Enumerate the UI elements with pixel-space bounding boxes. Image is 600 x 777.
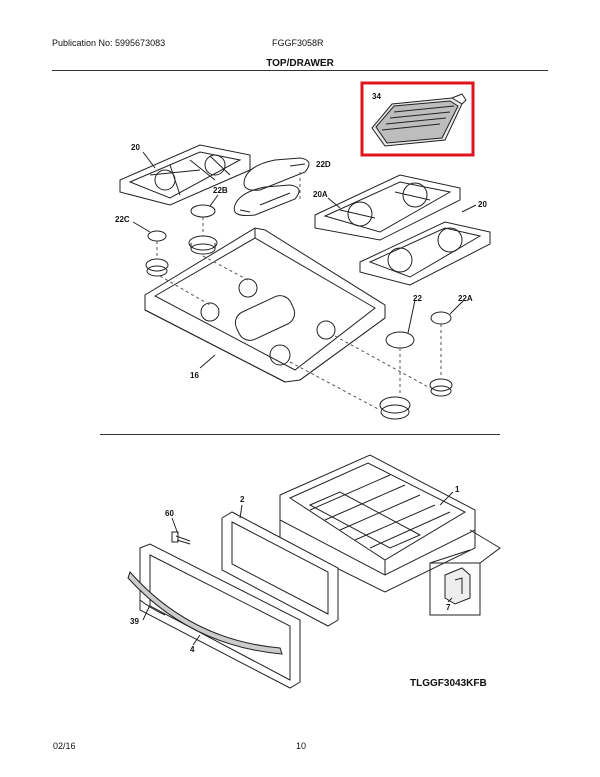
footer-date: 02/16 bbox=[53, 741, 76, 751]
burner-cap-22[interactable] bbox=[385, 331, 415, 349]
right-grate-20[interactable] bbox=[359, 221, 491, 286]
drawer-handle[interactable] bbox=[127, 571, 283, 655]
burner-head-right[interactable] bbox=[429, 378, 453, 397]
label-grate-left: 20 bbox=[131, 143, 140, 152]
label-screw: 60 bbox=[165, 509, 174, 518]
drawer-front[interactable] bbox=[139, 543, 301, 689]
label-bracket: 7 bbox=[446, 603, 451, 612]
top-divider bbox=[52, 70, 548, 71]
burner-cap-22a[interactable] bbox=[430, 311, 452, 325]
publication-number: Publication No: 5995673083 bbox=[52, 38, 166, 48]
label-burner-cap-22: 22 bbox=[413, 294, 422, 303]
label-drawer-liner: 2 bbox=[240, 495, 245, 504]
bracket-callout[interactable] bbox=[429, 529, 501, 616]
right-grate-20a[interactable] bbox=[314, 174, 461, 241]
label-burner-cap-22d: 22D bbox=[316, 160, 331, 169]
page-number: 10 bbox=[296, 741, 307, 751]
cooktop[interactable] bbox=[144, 227, 386, 383]
burner-head-front[interactable] bbox=[379, 396, 411, 420]
diagram-code: TLGGF3043KFB bbox=[410, 678, 487, 689]
burner-cap-22c[interactable] bbox=[147, 230, 167, 242]
screw[interactable] bbox=[171, 531, 191, 545]
model-number: FGGF3058R bbox=[272, 38, 324, 48]
label-cooktop: 16 bbox=[190, 371, 199, 380]
label-burner-cap-22b: 22B bbox=[213, 186, 228, 195]
griddle-drawing[interactable] bbox=[371, 93, 467, 147]
middle-divider bbox=[100, 434, 500, 435]
label-burner-cap-22a: 22A bbox=[458, 294, 473, 303]
left-grate[interactable] bbox=[119, 144, 251, 206]
label-griddle: 34 bbox=[372, 92, 381, 101]
drawer-body[interactable] bbox=[279, 454, 476, 593]
burner-cap-22b[interactable] bbox=[190, 204, 216, 218]
label-drawer-front: 4 bbox=[190, 645, 195, 654]
burner-head-left-small[interactable] bbox=[145, 258, 169, 277]
label-grate-20a: 20A bbox=[313, 190, 328, 199]
burner-head-left[interactable] bbox=[188, 235, 218, 255]
burner-cap-oval-22d[interactable] bbox=[233, 157, 310, 216]
label-drawer-body: 1 bbox=[455, 485, 460, 494]
label-handle: 39 bbox=[130, 617, 139, 626]
label-burner-cap-22c: 22C bbox=[115, 215, 130, 224]
section-title: TOP/DRAWER bbox=[266, 58, 334, 69]
label-grate-20: 20 bbox=[478, 200, 487, 209]
griddle-highlight-box bbox=[360, 81, 475, 157]
drawer-liner[interactable] bbox=[221, 511, 339, 627]
